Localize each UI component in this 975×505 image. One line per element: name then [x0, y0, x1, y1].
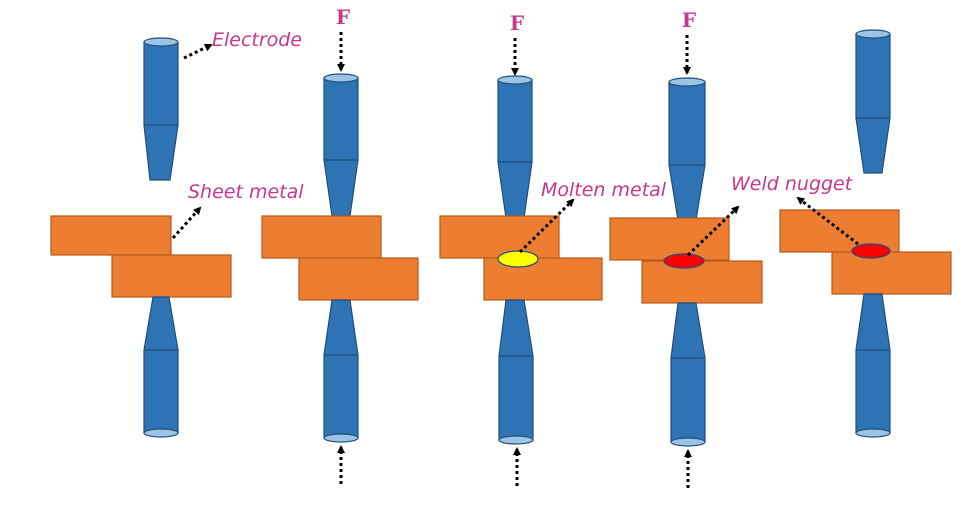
molten-metal-pointer: [518, 198, 575, 254]
lower-electrode: [143, 296, 179, 438]
bottom-sheet: [111, 254, 232, 298]
upper-electrode: [323, 73, 359, 217]
upper-electrode: [855, 29, 891, 174]
stage-4: F Weld nugget: [609, 8, 854, 488]
bottom-sheet: [641, 260, 763, 304]
top-sheet: [609, 217, 730, 261]
force-symbol-top: F: [336, 5, 350, 29]
weld-nugget-pointer: [796, 196, 859, 246]
top-sheet: [50, 215, 172, 256]
upper-electrode: [143, 37, 179, 181]
weld-nugget-label: Weld nugget: [731, 173, 854, 195]
molten-metal-label: Molten metal: [541, 179, 667, 201]
bottom-sheet: [298, 257, 419, 301]
lower-electrode: [855, 293, 891, 438]
lower-electrode: [498, 299, 534, 445]
stage-3: F Molten metal: [439, 11, 667, 486]
bottom-sheet: [831, 251, 952, 295]
lower-electrode: [323, 299, 359, 443]
lower-electrode: [670, 302, 706, 447]
electrode-pointer: [183, 43, 213, 60]
weld-nugget-spot: [851, 243, 891, 259]
top-sheet: [439, 215, 560, 259]
molten-metal-spot: [497, 250, 539, 268]
stage-5: [779, 29, 952, 438]
stage-1: Electrode Sheet metal: [50, 29, 304, 438]
stage-2: F: [261, 5, 419, 484]
electrode-label: Electrode: [212, 29, 302, 51]
weld-nugget-spot: [663, 253, 705, 269]
top-sheet: [261, 215, 382, 259]
force-symbol-top: F: [510, 11, 524, 35]
sheet-metal-label: Sheet metal: [188, 181, 304, 203]
upper-electrode: [497, 75, 533, 219]
force-symbol-top: F: [682, 8, 696, 32]
sheet-metal-pointer: [171, 206, 202, 240]
upper-electrode: [668, 77, 706, 221]
